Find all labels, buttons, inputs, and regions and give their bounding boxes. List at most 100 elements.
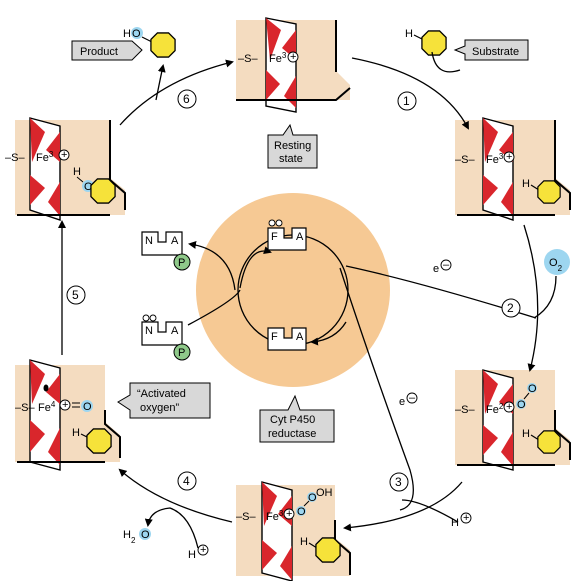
product-label: Product	[71, 40, 143, 61]
svg-text:–: –	[443, 259, 450, 271]
resting-label-line1: Resting	[274, 140, 311, 152]
svg-text:–: –	[409, 392, 416, 404]
flavin-icon-lower: F A	[267, 327, 307, 351]
step-markers: 6 1 2 3 4 5	[66, 89, 521, 492]
c3-o1: O	[297, 506, 306, 518]
c4-h: H	[72, 427, 80, 439]
c5-o: O	[84, 181, 93, 193]
cycle-arrows	[58, 51, 557, 549]
substrate-bound-complex: –S– Fe3 + H	[455, 117, 571, 221]
h2o-o: O	[141, 529, 150, 541]
o2-subscript: 2	[558, 264, 563, 273]
nadph-upper-a: A	[171, 235, 179, 247]
c5-s: –S–	[5, 152, 25, 164]
arrow-to-flavin-lower	[310, 321, 347, 346]
water-molecule: H2 O	[123, 528, 151, 545]
c2-fe: Fe2	[486, 402, 504, 417]
peroxo-complex: –S– Fe3 + O O OH H	[236, 481, 351, 581]
svg-text:+: +	[286, 508, 292, 520]
c1-fe: Fe3	[486, 152, 504, 167]
arrow-step4	[118, 468, 233, 523]
arrow-nadp-out	[188, 240, 236, 291]
c3-oh: OH	[316, 487, 333, 499]
reductase-label-line1: Cyt P450	[270, 414, 315, 426]
flavin-icon-upper: F A	[267, 219, 307, 251]
svg-text:+: +	[200, 544, 206, 556]
c3-fe: Fe3	[266, 509, 284, 524]
c1-fe-symbol: Fe	[486, 154, 499, 166]
svg-text:+: +	[62, 399, 68, 411]
step-5: 5	[72, 288, 79, 302]
c3-fe-charge: 3	[279, 509, 284, 518]
substrate-molecule: H	[405, 28, 447, 56]
nadph-icon-upper: N A P	[141, 231, 191, 271]
arrow-o2-in	[533, 275, 557, 319]
product-o: O	[132, 28, 141, 40]
h2o-h: H	[123, 529, 131, 541]
c5-fe: Fe3	[36, 150, 54, 165]
nadph-lower-p: P	[178, 347, 185, 359]
electron-lower: e –	[399, 392, 418, 408]
arrow-to-flavin-upper	[239, 246, 272, 289]
arrow-nadph-in	[187, 289, 241, 326]
nadph-upper-n: N	[145, 235, 153, 247]
step-4: 4	[183, 474, 190, 488]
activated-label-line1: “Activated	[137, 388, 186, 400]
product-label-text: Product	[80, 46, 118, 58]
arrow-step1	[351, 57, 469, 130]
nadph-lower-a: A	[171, 325, 179, 337]
h2o-text: H2	[123, 529, 136, 545]
resting-fe: Fe3	[269, 51, 287, 66]
arrow-step3	[343, 481, 463, 532]
resting-fe-symbol: Fe	[269, 53, 282, 65]
resting-state-label: Resting state	[267, 123, 318, 169]
proton-left: H +	[188, 544, 209, 561]
flavin-lower-a: A	[296, 331, 304, 343]
substrate-label-text: Substrate	[472, 46, 519, 58]
c2-fe-symbol: Fe	[486, 404, 499, 416]
electron-upper: e –	[433, 259, 452, 275]
reductase-circle	[196, 193, 390, 387]
hplus-right-h: H	[451, 517, 459, 529]
step-6: 6	[183, 92, 190, 106]
o2-text: O2	[549, 257, 563, 273]
c3-o2: O	[308, 492, 317, 504]
c3-s: –S–	[236, 511, 256, 523]
c4-o: O	[83, 401, 92, 413]
svg-text:+: +	[506, 151, 512, 163]
arrow-proton-in	[401, 499, 459, 523]
nadph-icon-lower: N A P	[141, 314, 191, 361]
step-3: 3	[395, 475, 402, 489]
arrow-step6	[119, 59, 234, 126]
c2-o1: O	[517, 399, 526, 411]
c1-s: –S–	[455, 154, 475, 166]
c1-fe-charge: 3	[499, 152, 504, 161]
resting-label-line2: state	[279, 153, 303, 165]
svg-text:+: +	[463, 512, 469, 524]
reductase-label: Cyt P450 reductase	[259, 394, 335, 443]
flavin-lower-f: F	[271, 331, 278, 343]
product-bound-complex: –S– Fe3 + H O	[5, 117, 126, 221]
arrow-product-out	[155, 64, 166, 101]
arrow-step2	[523, 224, 539, 372]
c2-s: –S–	[455, 404, 475, 416]
step-2: 2	[507, 301, 514, 315]
nadph-lower-n: N	[145, 325, 153, 337]
product-molecule: H O	[123, 27, 176, 58]
proton-right: H +	[451, 512, 472, 529]
svg-text:+: +	[290, 51, 296, 63]
c3-h: H	[300, 536, 308, 548]
reductase-label-line2: reductase	[268, 428, 316, 440]
o2-symbol: O	[549, 257, 558, 269]
c4-s: –S–	[15, 402, 35, 414]
activated-oxygen-complex: –S– Fe4 + O H	[15, 359, 121, 471]
substrate-h: H	[405, 28, 413, 40]
resting-fe-charge: 3	[282, 51, 287, 60]
c2-o2: O	[528, 383, 537, 395]
c2-fe-charge: 2	[499, 402, 504, 411]
electron-upper-e: e	[433, 263, 439, 275]
flavin-upper-a: A	[296, 231, 304, 243]
c4-fe-symbol: Fe	[38, 402, 51, 414]
h2o-subscript: 2	[131, 536, 136, 545]
